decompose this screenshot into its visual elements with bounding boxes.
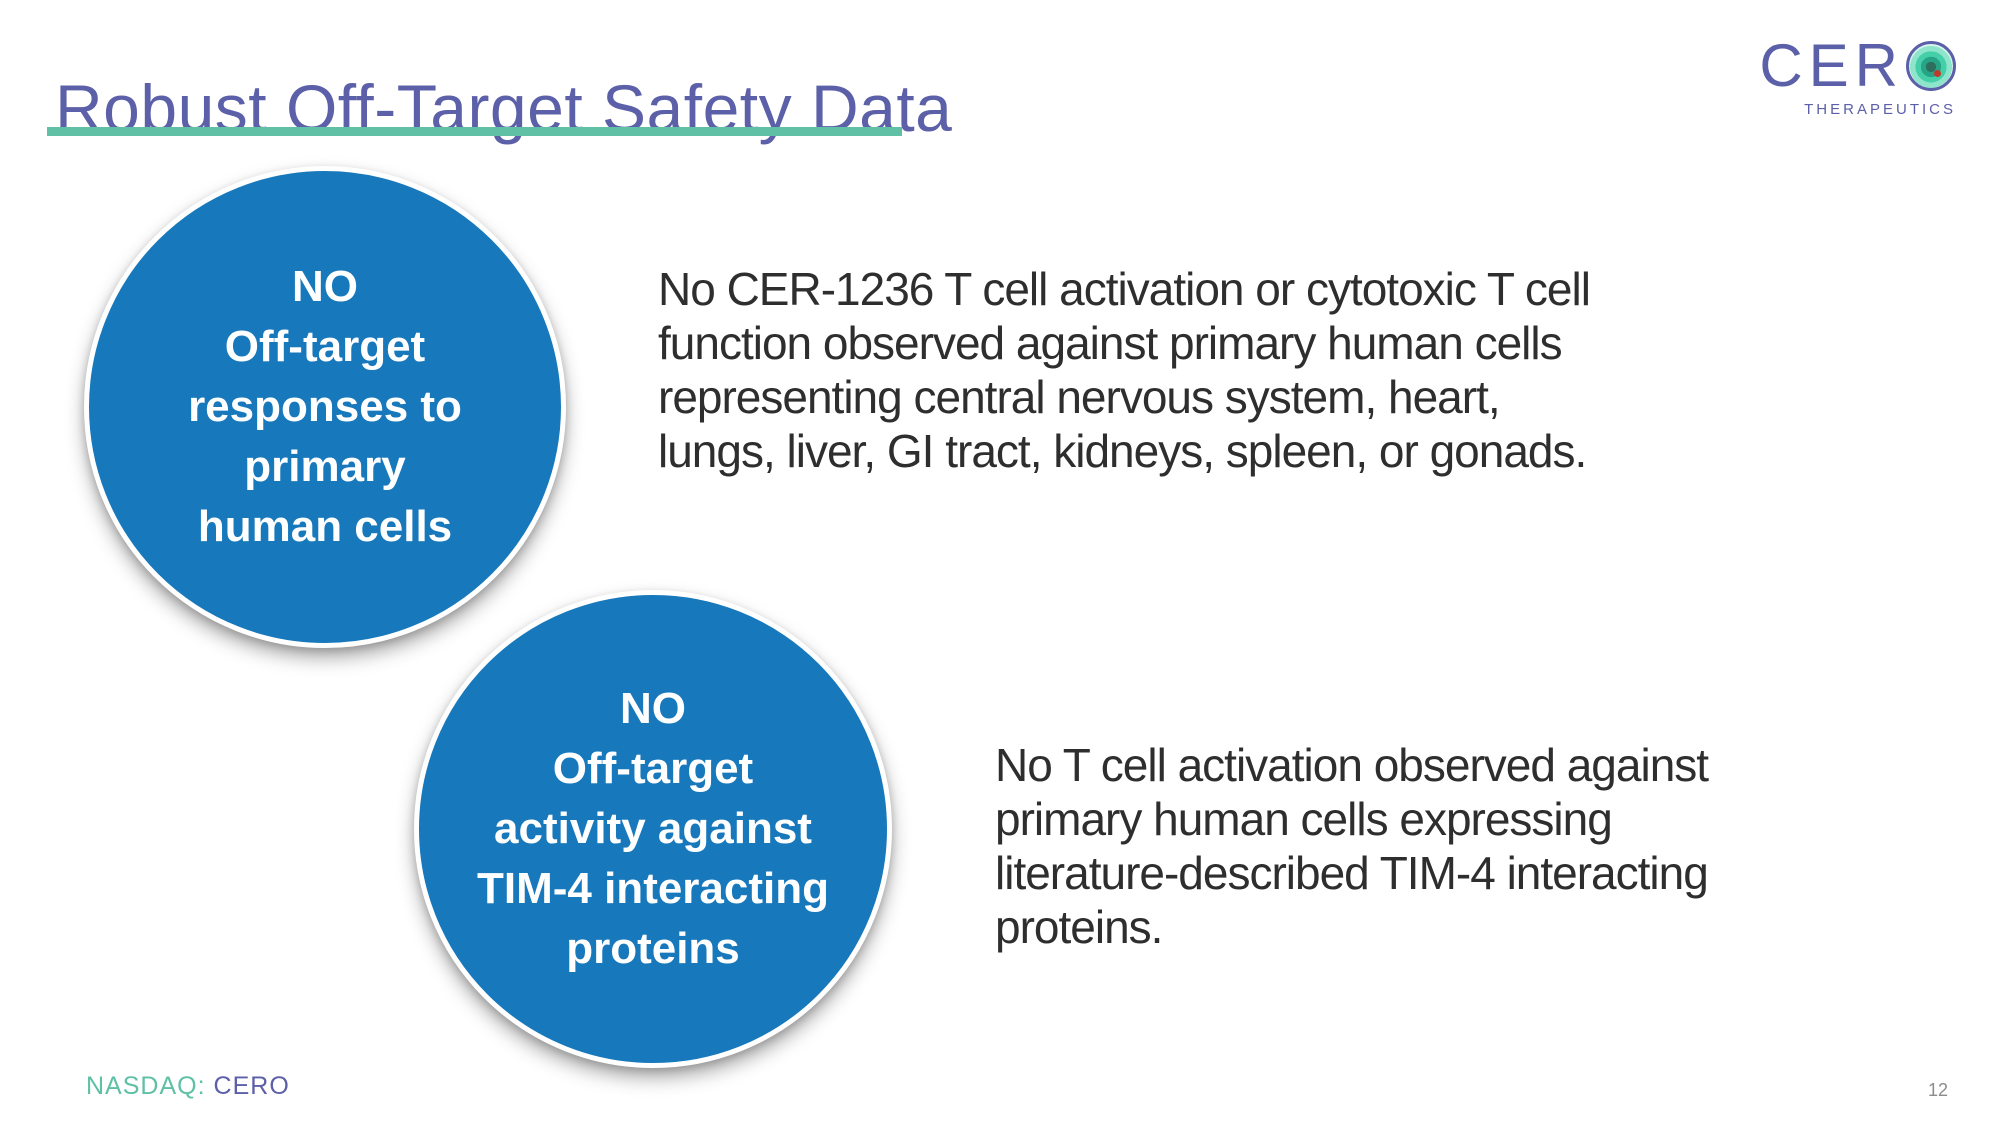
badge-circle-text: NO Off-target activity against TIM-4 int… — [476, 684, 830, 973]
badge-circle-primary-human-cells: NO Off-target responses to primary human… — [84, 166, 566, 648]
cell-icon — [1906, 41, 1956, 91]
badge-circle-tim4-proteins: NO Off-target activity against TIM-4 int… — [414, 590, 892, 1068]
description-primary-human-cells: No CER-1236 T cell activation or cytotox… — [658, 263, 1591, 477]
cell-nucleus-dot-icon — [1933, 69, 1941, 77]
title-underline — [47, 127, 902, 136]
logo-wordmark-row: CER — [1759, 36, 1956, 96]
logo-wordmark: CER — [1759, 32, 1904, 99]
badge-circle-text: NO Off-target responses to primary human… — [188, 262, 462, 551]
nasdaq-ticker: NASDAQ:CERO — [86, 1072, 290, 1101]
logo-subtext: THERAPEUTICS — [1804, 101, 1956, 118]
exchange-label: NASDAQ: — [86, 1072, 206, 1100]
cero-therapeutics-logo: CER THERAPEUTICS — [1759, 36, 1956, 118]
description-tim4-proteins: No T cell activation observed against pr… — [995, 739, 1709, 953]
ticker-symbol: CERO — [213, 1072, 290, 1100]
page-number: 12 — [1927, 1080, 1948, 1100]
